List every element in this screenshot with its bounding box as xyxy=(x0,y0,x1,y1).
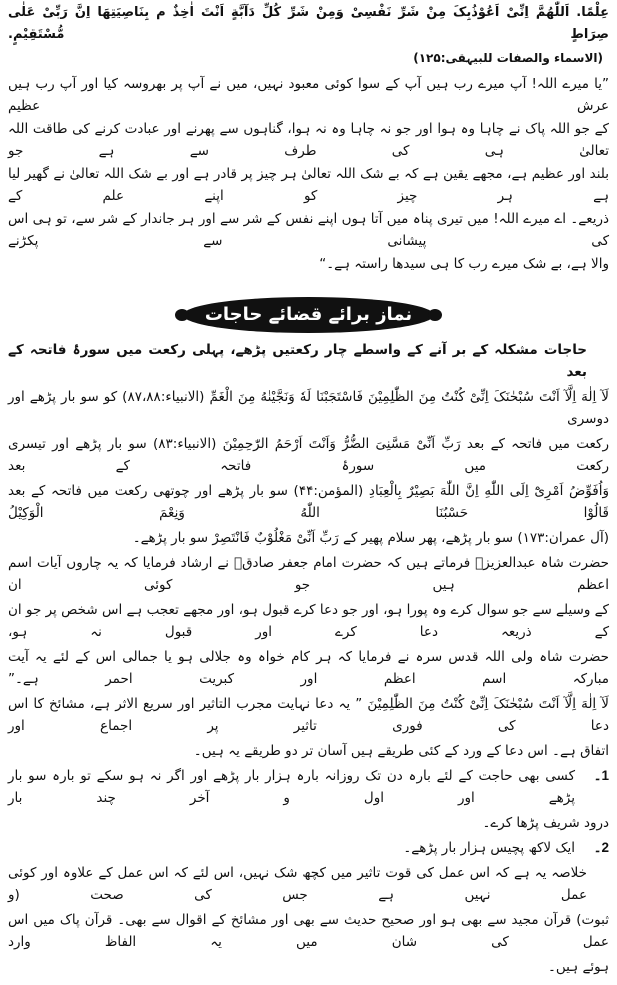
section-title-banner: نماز برائے قضائے حاجات xyxy=(174,297,443,333)
translation-line: کے جو اللہ پاک نے چاہا وہ ہوا اور جو نہ … xyxy=(8,121,609,159)
body-line: حاجات مشکلہ کے بر آنے کے واسطے چار رکعتی… xyxy=(8,342,587,380)
body-line: (آل عمران:۱۷۳) سو بار پڑھے، پھر سلام پھی… xyxy=(132,530,609,546)
body-line: رکعت میں فاتحہ کے بعد رَبِّ اَنِّیْ مَسَ… xyxy=(8,436,609,474)
list-number: 2۔ xyxy=(593,840,609,855)
list-text: ایک لاکھ پچیس ہزار بار پڑھے۔ xyxy=(403,840,575,856)
closing-line: ہوئے ہیں۔ xyxy=(547,959,609,975)
list-text: درود شریف پڑھا کرے۔ xyxy=(482,815,609,831)
body-line: اتفاق ہے۔ اس دعا کے ورد کے کئی طریقے ہیں… xyxy=(193,743,609,759)
closing-line: خلاصہ یہ ہے کہ اس عمل کی قوت تاثیر میں ک… xyxy=(8,865,587,903)
list-item: 2۔ ایک لاکھ پچیس ہزار بار پڑھے۔ xyxy=(8,837,609,859)
closing-line: ثبوت) قرآن مجید سے بھی ہو اور صحیح حدیث … xyxy=(8,912,609,950)
translation-line: ”یا میرے اللہ! آپ میرے رب ہیں آپ کے سوا … xyxy=(8,76,609,114)
body-line: کے وسیلے سے جو سوال کرے وہ پورا ہو، اور … xyxy=(8,602,609,640)
body-line: حضرت شاہ ولی اللہ قدس سرہ نے فرمایا کہ ہ… xyxy=(8,649,609,687)
section-title-wrap: نماز برائے قضائے حاجات xyxy=(8,297,609,333)
translation-line: بلند اور عظیم ہے، مجھے یقین ہے کہ بے شک … xyxy=(8,166,609,204)
list-item: 1۔ کسی بھی حاجت کے لئے بارہ دن تک روزانہ… xyxy=(8,765,609,834)
body-line: لَآ اِلٰهَ اِلَّآ اَنْتَ سُبْحٰنَکَ اِنِ… xyxy=(8,696,609,734)
body-line: لَآ اِلٰهَ اِلَّآ اَنْتَ سُبْحٰنَکَ اِنِ… xyxy=(8,389,610,427)
body-line: وَاُفَوِّضُ اَمْرِیْٓ اِلَی اللّٰهِ اِنَ… xyxy=(8,483,609,521)
list-number: 1۔ xyxy=(593,768,609,783)
dua-arabic: عِلْمًا. اَللّٰهُمَّ اِنِّیْ اَعُوْذُبِک… xyxy=(8,5,609,42)
translation-line: والا ہے، بے شک میرے رب کا ہی سیدھا راستہ… xyxy=(319,256,609,272)
body-line: حضرت شاہ عبدالعزیزؒ فرماتے ہیں کہ حضرت ا… xyxy=(8,555,609,593)
dua-reference: (الاسماء والصفات للبیہقی:۱۲۵) xyxy=(413,51,603,65)
translation-line: ذریعے۔ اے میرے اللہ! میں تیری پناہ میں آ… xyxy=(8,211,609,249)
list-text: کسی بھی حاجت کے لئے بارہ دن تک روزانہ با… xyxy=(8,768,575,806)
